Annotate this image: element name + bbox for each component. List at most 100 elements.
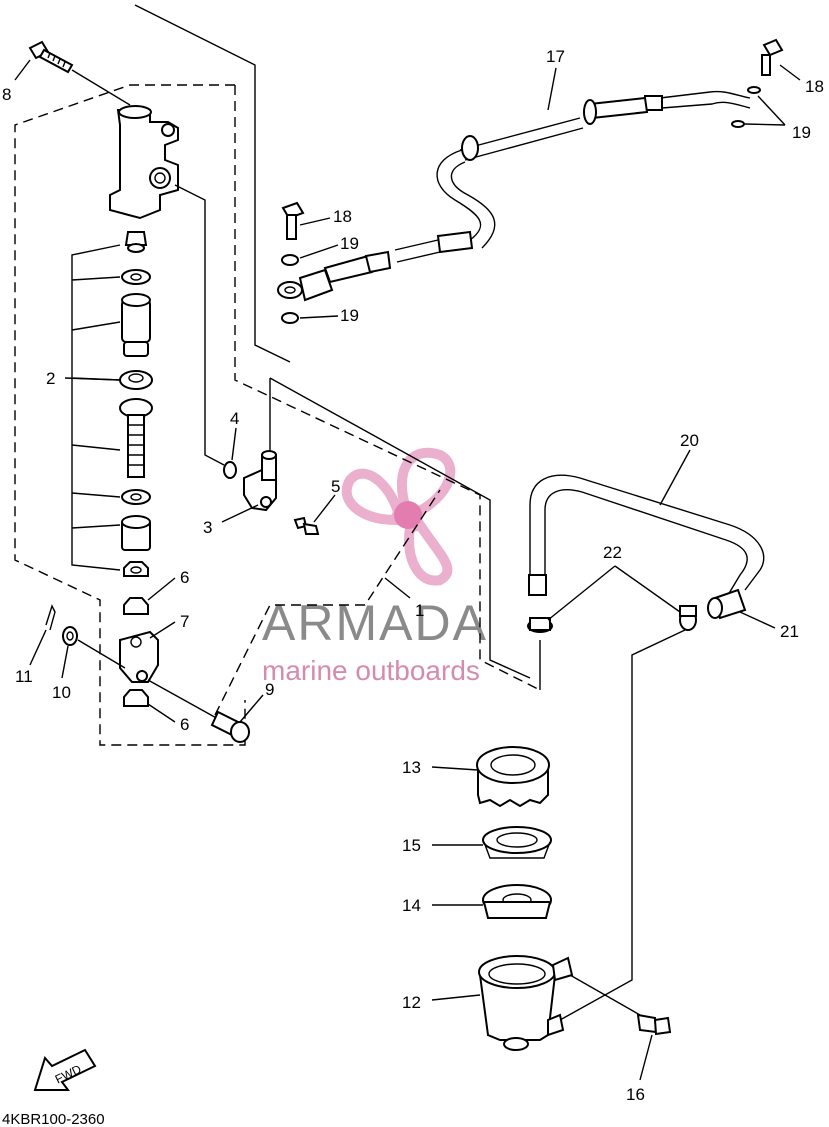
callout-11: 11	[15, 667, 33, 686]
propeller-blade	[404, 519, 453, 586]
connector-line-reservoir	[539, 629, 686, 1021]
leader-12	[431, 994, 481, 1001]
washer-19-upper-b	[731, 120, 745, 128]
hose-end-21	[707, 588, 747, 620]
callout-18-upper: 18	[805, 77, 824, 96]
leader-17	[547, 67, 557, 111]
leader-7	[149, 621, 176, 639]
leader-19a	[757, 95, 786, 126]
leader-21	[739, 611, 776, 629]
propeller-blade	[396, 448, 456, 518]
callout-6-lower: 6	[180, 715, 189, 734]
connector-line-4	[174, 184, 225, 466]
reservoir-body-12	[478, 955, 574, 1051]
leader-6a	[147, 577, 176, 601]
brake-hose-17	[277, 90, 751, 302]
internal-boot	[121, 515, 151, 551]
washer-10	[62, 626, 78, 646]
master-cylinder-body	[109, 105, 179, 220]
leader-12b	[569, 974, 641, 1016]
leader-1	[384, 577, 411, 599]
leader-13	[431, 766, 479, 771]
washer-19-lower	[281, 312, 299, 324]
pin-line-2	[147, 679, 221, 721]
leader-18a	[779, 64, 801, 81]
leader-2	[64, 377, 121, 381]
kit-bracket-2	[71, 244, 121, 571]
callout-12: 12	[402, 993, 421, 1012]
leader-18b	[299, 217, 331, 226]
clevis-7	[119, 630, 159, 683]
union-fitting-3	[243, 450, 277, 512]
cotter-pin-11	[45, 604, 56, 631]
callout-18-lower: 18	[333, 207, 352, 226]
washer-19-upper-a	[747, 86, 761, 94]
internal-cup-2	[119, 370, 153, 390]
screw-5	[293, 516, 320, 535]
leader-6b	[147, 703, 176, 723]
internal-pushrod	[119, 398, 153, 478]
callout-7: 7	[180, 612, 189, 631]
pin-line	[77, 639, 126, 669]
callout-8: 8	[2, 85, 11, 104]
leader-8	[14, 59, 31, 81]
callout-22: 22	[603, 543, 622, 562]
internal-clip	[121, 489, 151, 505]
fwd-arrow-icon: FWD	[33, 1048, 97, 1091]
leader-3	[221, 504, 259, 523]
diaphragm-plate-15	[482, 826, 552, 859]
callout-17: 17	[546, 47, 565, 66]
callout-3: 3	[203, 518, 212, 537]
nut-6-lower	[123, 689, 149, 707]
bolt-8	[28, 40, 74, 74]
armada-logo	[341, 448, 456, 586]
leader-19a2	[744, 123, 786, 126]
propeller-hub	[394, 501, 422, 529]
leader-11	[29, 629, 47, 666]
leader-19b	[299, 244, 339, 259]
bolt-18-lower	[281, 201, 305, 240]
propeller-blade	[341, 468, 404, 526]
nut-6-upper	[123, 597, 149, 615]
callout-9: 9	[265, 680, 274, 699]
callout-15: 15	[402, 836, 421, 855]
callout-1: 1	[415, 601, 424, 620]
callout-13: 13	[402, 758, 421, 777]
o-ring-4	[223, 461, 237, 479]
leader-9	[239, 694, 264, 723]
leader-10	[61, 645, 69, 679]
callout-10: 10	[52, 683, 71, 702]
pin-9	[210, 710, 250, 743]
reservoir-cap-13	[476, 746, 550, 808]
assembly-outline-lines	[134, 4, 531, 679]
callout-5: 5	[331, 477, 340, 496]
callout-19-lower: 19	[340, 306, 359, 325]
leader-19c	[299, 315, 339, 319]
callout-21: 21	[780, 622, 799, 641]
leader-8b	[71, 69, 131, 106]
bolt-18-upper	[761, 38, 784, 76]
diagram-code: 4KBR100-2360	[2, 1111, 105, 1127]
leader-20	[659, 449, 691, 506]
hose-clip-22a	[527, 617, 553, 633]
callout-19-upper: 19	[792, 123, 811, 142]
leader-16	[639, 1034, 653, 1081]
leader-5	[313, 494, 336, 523]
hose-clip-22b	[679, 605, 697, 631]
internal-seal-top	[124, 231, 148, 253]
callout-19-mid: 19	[340, 234, 359, 253]
internal-piston	[121, 293, 151, 357]
callout-16: 16	[626, 1085, 645, 1104]
brand-tagline: marine outboards	[262, 655, 480, 686]
washer-19-mid	[281, 254, 299, 266]
internal-washer-1	[121, 269, 151, 285]
internal-nut-upper	[123, 561, 149, 577]
diaphragm-14	[482, 884, 552, 919]
callout-4: 4	[230, 409, 239, 428]
callout-20: 20	[680, 431, 699, 450]
brand-name: ARMADA	[262, 595, 488, 651]
screw-16	[636, 1013, 672, 1036]
callout-14: 14	[402, 896, 421, 915]
callout-6-upper: 6	[180, 568, 189, 587]
